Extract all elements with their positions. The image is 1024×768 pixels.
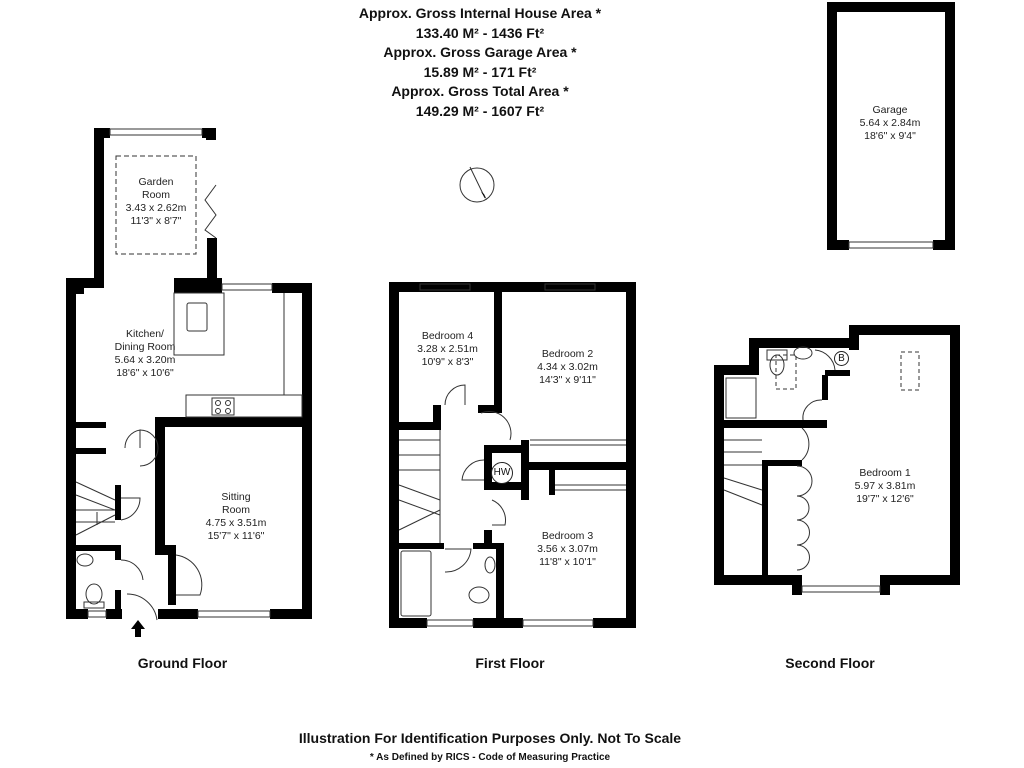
room-name-line2: Room	[221, 504, 250, 516]
room-bedroom-1: Bedroom 1 5.97 x 3.81m 19'7" x 12'6"	[830, 467, 940, 506]
hot-water-cylinder-icon: HW	[491, 462, 513, 484]
room-metric: 3.56 x 3.07m	[537, 543, 598, 555]
room-imperial: 11'8" x 10'1"	[539, 556, 596, 568]
second-floor-label: Second Floor	[785, 655, 875, 671]
room-imperial: 10'9" x 8'3"	[421, 356, 474, 368]
room-imperial: 18'6" x 9'4"	[864, 130, 916, 142]
room-name: Garden	[138, 176, 174, 188]
room-metric: 4.75 x 3.51m	[205, 517, 267, 529]
room-bedroom-2: Bedroom 2 4.34 x 3.02m 14'3" x 9'11"	[520, 348, 615, 387]
room-imperial: 15'7" x 11'6"	[207, 530, 265, 542]
total-area-label: Approx. Gross Total Area *	[391, 83, 569, 99]
room-imperial: 19'7" x 12'6"	[856, 493, 914, 505]
room-name: Kitchen/	[126, 328, 164, 340]
garage-area-label: Approx. Gross Garage Area *	[383, 44, 577, 60]
room-garden-room: Garden Room 3.43 x 2.62m 11'3" x 8'7"	[106, 176, 206, 228]
room-name: Bedroom 4	[421, 330, 474, 342]
room-garage: Garage 5.64 x 2.84m 18'6" x 9'4"	[840, 104, 940, 143]
room-name: Garage	[872, 104, 908, 116]
room-name-line2: Room	[141, 189, 170, 201]
room-name: Bedroom 3	[541, 530, 594, 542]
room-bedroom-4: Bedroom 4 3.28 x 2.51m 10'9" x 8'3"	[405, 330, 490, 369]
room-name: Bedroom 2	[541, 348, 594, 360]
room-metric: 5.97 x 3.81m	[854, 480, 916, 492]
room-bedroom-3: Bedroom 3 3.56 x 3.07m 11'8" x 10'1"	[520, 530, 615, 569]
room-name-line2: Dining Room	[114, 341, 176, 353]
boiler-icon: B	[834, 351, 849, 366]
house-area-label: Approx. Gross Internal House Area *	[358, 5, 602, 21]
room-sitting-room: Sitting Room 4.75 x 3.51m 15'7" x 11'6"	[186, 491, 286, 543]
room-metric: 4.34 x 3.02m	[537, 361, 598, 373]
room-imperial: 14'3" x 9'11"	[539, 374, 596, 386]
room-imperial: 18'6" x 10'6"	[116, 367, 174, 379]
disclaimer-text: Illustration For Identification Purposes…	[298, 730, 682, 746]
house-area-value: 133.40 M² - 1436 Ft²	[415, 24, 545, 41]
room-metric: 5.64 x 2.84m	[859, 117, 921, 129]
room-kitchen-dining: Kitchen/ Dining Room 5.64 x 3.20m 18'6" …	[90, 328, 200, 380]
room-metric: 3.28 x 2.51m	[417, 343, 478, 355]
room-name: Sitting	[221, 491, 251, 503]
area-summary: Approx. Gross Internal House Area * 133.…	[330, 4, 630, 121]
ground-floor-label: Ground Floor	[137, 655, 228, 671]
room-metric: 3.43 x 2.62m	[125, 202, 187, 214]
garage-area-value: 15.89 M² - 171 Ft²	[423, 63, 537, 80]
total-area-value: 149.29 M² - 1607 Ft²	[415, 102, 545, 119]
first-floor-label: First Floor	[475, 655, 545, 671]
rics-footnote: * As Defined by RICS - Code of Measuring…	[369, 752, 611, 763]
room-name: Bedroom 1	[859, 467, 911, 479]
room-imperial: 11'3" x 8'7"	[130, 215, 182, 227]
room-metric: 5.64 x 3.20m	[114, 354, 176, 366]
